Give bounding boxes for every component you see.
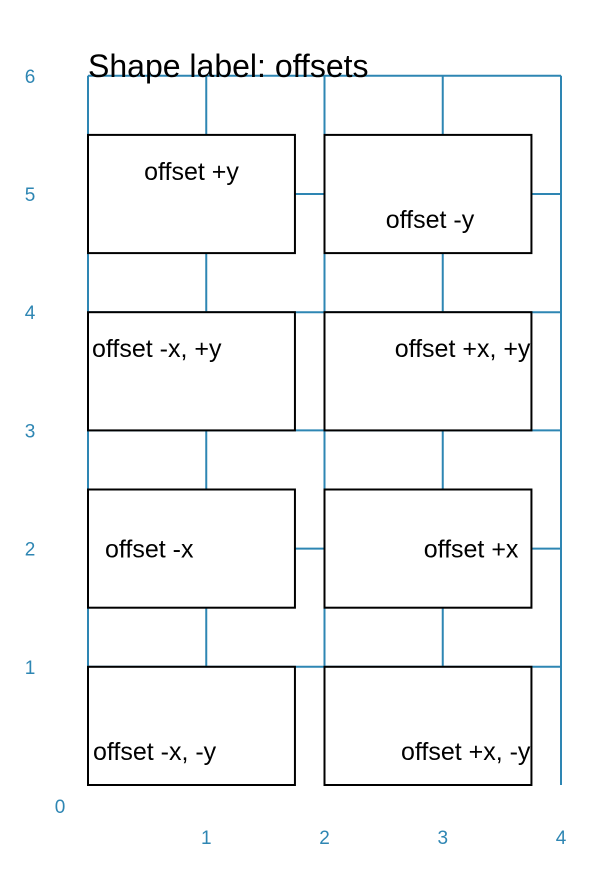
- x-tick-label: 4: [556, 828, 567, 849]
- shape-label: offset -x: [105, 536, 194, 564]
- y-tick-label: 2: [25, 540, 36, 561]
- y-tick-label: 4: [25, 303, 36, 324]
- y-tick-label: 5: [25, 185, 36, 206]
- shape-rect: [87, 488, 296, 609]
- shape-box: offset -x, +y: [87, 311, 296, 432]
- shape-box: offset -y: [323, 133, 533, 255]
- shape-box: offset +x, -y: [323, 665, 533, 786]
- y-tick-label: 6: [25, 67, 36, 88]
- shape-rect: [87, 665, 296, 786]
- shape-box: offset +x: [323, 488, 533, 609]
- shape-label: offset -x, +y: [92, 335, 222, 363]
- shape-rect: [323, 311, 533, 432]
- shape-boxes: offset +y offset -y offset -x, +y offset +x…: [87, 133, 533, 786]
- x-tick-label: 3: [437, 828, 448, 849]
- shape-label: offset +y: [144, 158, 239, 186]
- y-tick-label: 0: [55, 797, 66, 818]
- shape-rect: [323, 133, 533, 255]
- shape-label: offset -x, -y: [93, 738, 217, 766]
- axis-ticks: 0 1 2 3 4 5 6 1 2 3 4: [25, 67, 567, 849]
- shape-box: offset -x: [87, 488, 296, 609]
- shape-rect: [87, 311, 296, 432]
- shape-label: offset -y: [386, 206, 475, 234]
- shape-box: offset +x, +y: [323, 311, 533, 432]
- shape-box: offset -x, -y: [87, 665, 296, 786]
- shape-label: offset +x: [424, 536, 519, 564]
- shape-box: offset +y: [87, 133, 296, 255]
- y-tick-label: 1: [25, 658, 36, 679]
- shape-label: offset +x, +y: [395, 335, 531, 363]
- shape-rect: [323, 665, 533, 786]
- shape-rect: [87, 133, 296, 255]
- shape-label: offset +x, -y: [401, 738, 531, 766]
- diagram-title: Shape label: offsets: [88, 48, 369, 84]
- shape-rect: [323, 488, 533, 609]
- y-tick-label: 3: [25, 421, 36, 442]
- x-tick-label: 1: [201, 828, 212, 849]
- x-tick-label: 2: [319, 828, 330, 849]
